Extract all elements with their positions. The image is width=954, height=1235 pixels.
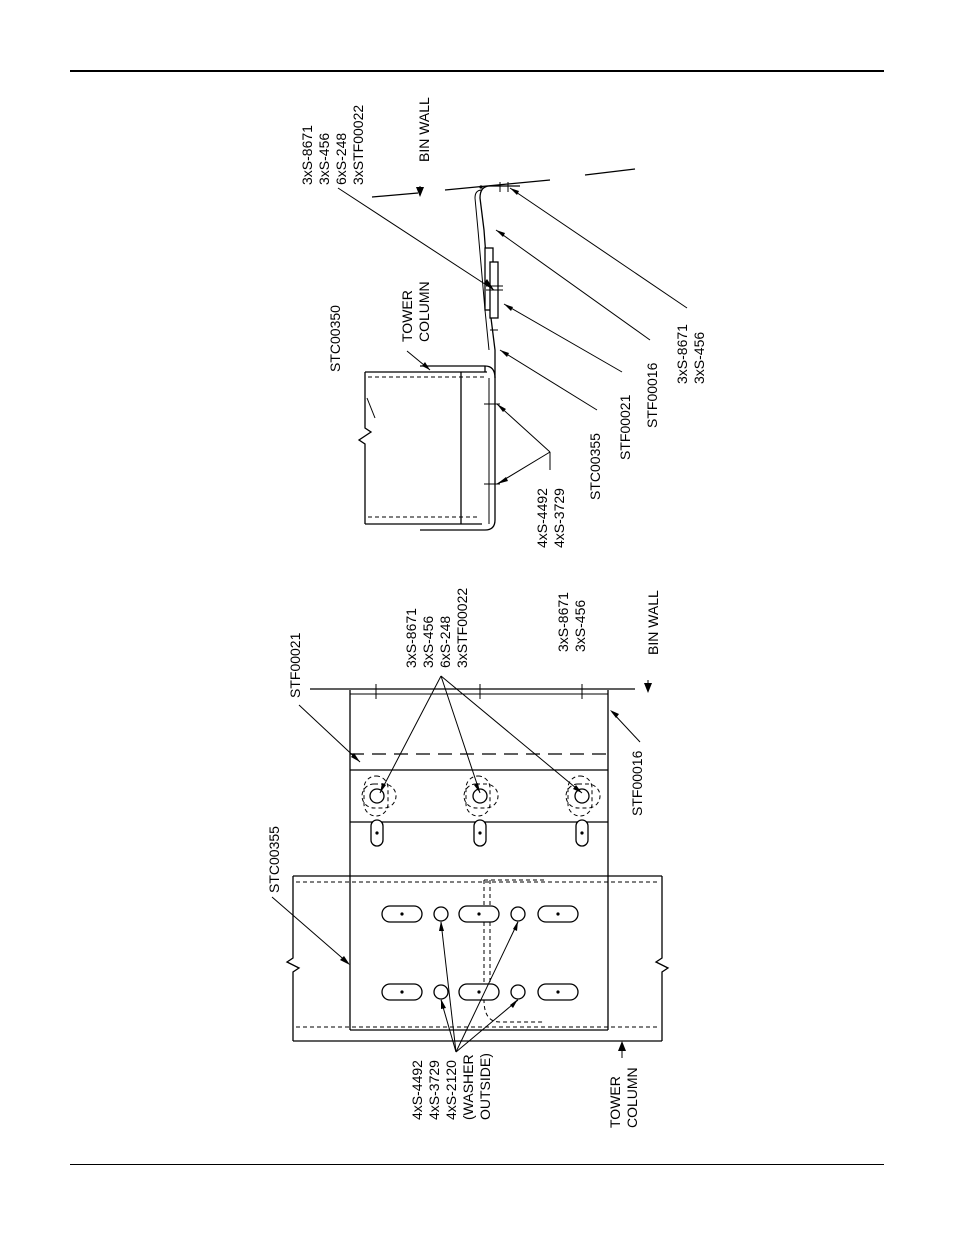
plan-stf00016-label: STF00016 xyxy=(629,750,645,816)
sec-tower-column-label: TOWERCOLUMN xyxy=(399,281,432,342)
strap-bolts xyxy=(362,776,600,816)
plan-tower-column-label: TOWERCOLUMN xyxy=(607,1067,640,1128)
plan-view xyxy=(272,676,668,1058)
plan-top-group-label: 3xS-86713xS-4566xS-2483xSTF00022 xyxy=(403,588,470,668)
bin-wall-section xyxy=(372,169,635,197)
bin-wall-plan xyxy=(310,684,635,699)
sec-stf00016-label: STF00016 xyxy=(644,362,660,428)
sec-top-group-label: 3xS-86713xS-4566xS-2483xSTF00022 xyxy=(299,105,366,185)
plan-stf00021-label: STF00021 xyxy=(287,632,303,698)
strap-slots xyxy=(371,820,588,846)
sec-bottom-group-label: 3xS-86713xS-456 xyxy=(674,324,707,384)
plan-labels: STF00021 3xS-86713xS-4566xS-2483xSTF0002… xyxy=(266,588,661,1128)
tower-column-section xyxy=(359,372,487,524)
bracket-stc00355-section xyxy=(420,366,500,530)
sec-stc00350-label: STC00350 xyxy=(327,305,343,372)
sec-stf00021-label: STF00021 xyxy=(617,394,633,460)
plan-bolts-label: 4xS-44924xS-37294xS-2120(WASHEROUTSIDE) xyxy=(409,1053,493,1120)
plan-right-group-label: 3xS-86713xS-456 xyxy=(555,592,588,652)
bracket-stc00355-plan xyxy=(350,690,608,1030)
plan-bin-wall-label: BIN WALL xyxy=(645,590,661,655)
sec-bin-wall-label: BIN WALL xyxy=(416,97,432,162)
plan-stc00355-label: STC00355 xyxy=(266,826,282,893)
strap-stf00021-section xyxy=(475,182,520,378)
bracket-slots xyxy=(382,906,578,1000)
sec-stc00355-label: STC00355 xyxy=(587,433,603,500)
sec-bolts-label: 4xS-44924xS-3729 xyxy=(534,488,567,548)
section-view xyxy=(338,169,687,530)
